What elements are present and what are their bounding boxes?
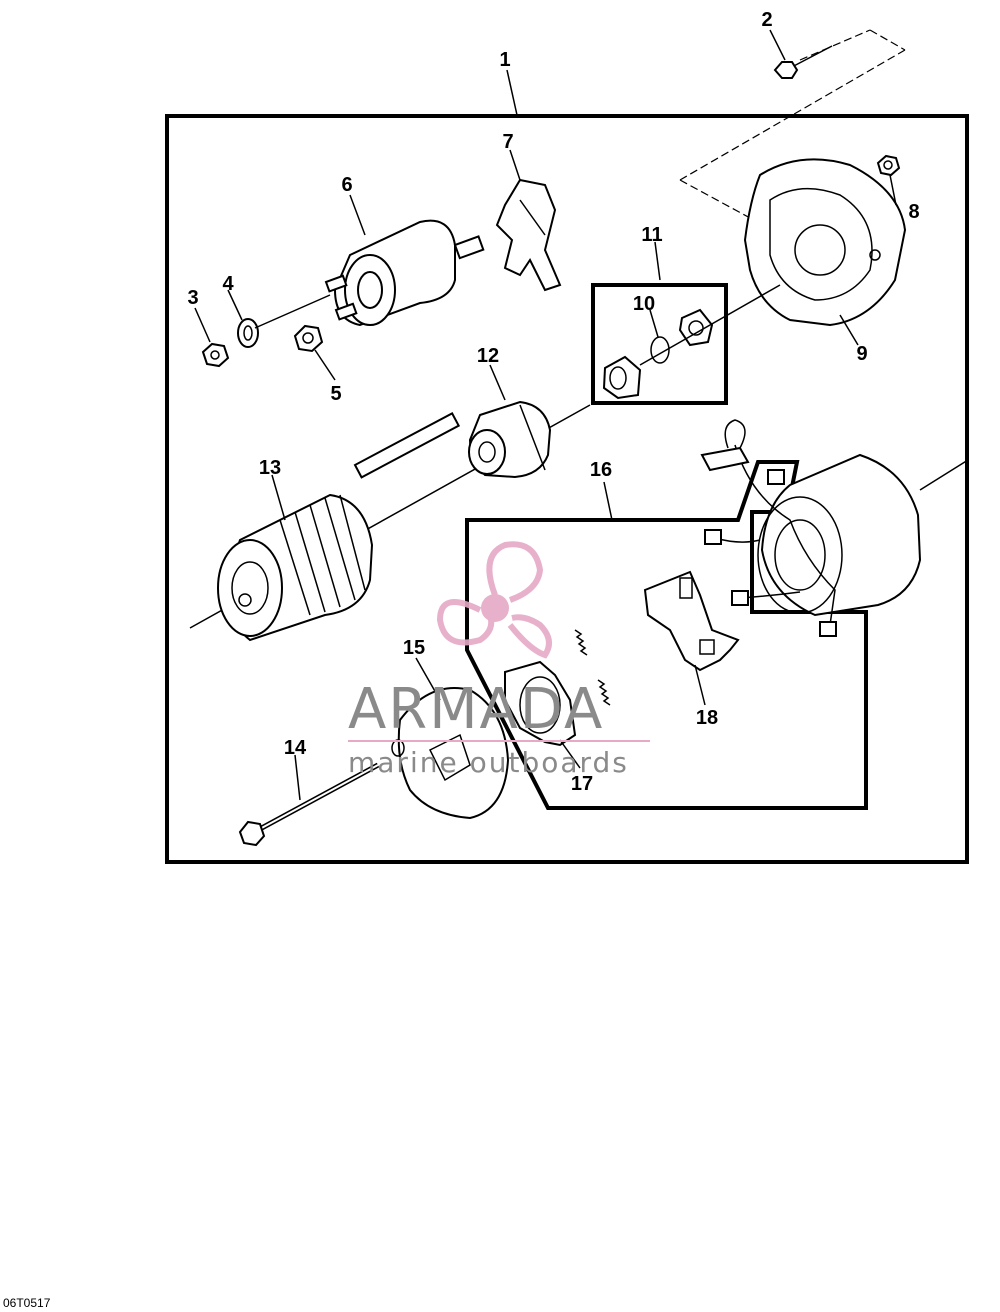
- callout-15: 15: [403, 637, 425, 659]
- watermark-brand: ARMADA: [348, 677, 604, 742]
- part-10-collar: [602, 355, 642, 400]
- watermark: ARMADA marine outboards: [348, 541, 650, 779]
- leader-lines: [194, 29, 897, 801]
- callout-12: 12: [477, 345, 499, 367]
- part-10-snap-ring: [650, 336, 670, 364]
- part-8-nut: [876, 154, 901, 177]
- callout-4: 4: [222, 273, 234, 295]
- figure-code: 06T0517: [3, 1296, 51, 1310]
- propeller-logo: [436, 541, 552, 659]
- subgroup-box-16: [465, 460, 868, 810]
- part-12-pinion-clutch: [468, 400, 552, 479]
- callout-16: 16: [590, 459, 612, 481]
- part-2-bolt: [773, 45, 833, 79]
- part-5-nut: [293, 324, 324, 353]
- part-14-through-bolt: [238, 762, 380, 847]
- callout-9: 9: [856, 343, 867, 365]
- callout-2: 2: [761, 9, 772, 31]
- callout-11: 11: [641, 224, 662, 246]
- callout-1: 1: [499, 49, 510, 71]
- callout-7: 7: [502, 131, 513, 153]
- callout-10: 10: [633, 293, 655, 315]
- callout-8: 8: [908, 201, 919, 223]
- part-4-washer: [237, 318, 259, 348]
- assembly-boundary-box: [165, 114, 969, 864]
- yoke-field-frame: [700, 419, 969, 637]
- subgroup-box-10-11: [591, 283, 728, 405]
- callout-3: 3: [187, 287, 198, 309]
- part-3-nut: [201, 342, 230, 368]
- callout-5: 5: [330, 383, 341, 405]
- callout-13: 13: [259, 457, 281, 479]
- part-11-retainer: [678, 308, 714, 347]
- part-13-armature: [217, 412, 461, 642]
- callout-14: 14: [284, 737, 307, 759]
- part-9-drive-housing: [743, 158, 907, 327]
- callout-6: 6: [341, 174, 352, 196]
- callout-17: 17: [571, 773, 593, 795]
- watermark-tagline: marine outboards: [348, 746, 629, 779]
- part-6-solenoid: [324, 219, 485, 327]
- callout-18: 18: [696, 707, 718, 729]
- part-7-shift-lever: [495, 178, 562, 292]
- part-18-brush-holder: [643, 570, 740, 672]
